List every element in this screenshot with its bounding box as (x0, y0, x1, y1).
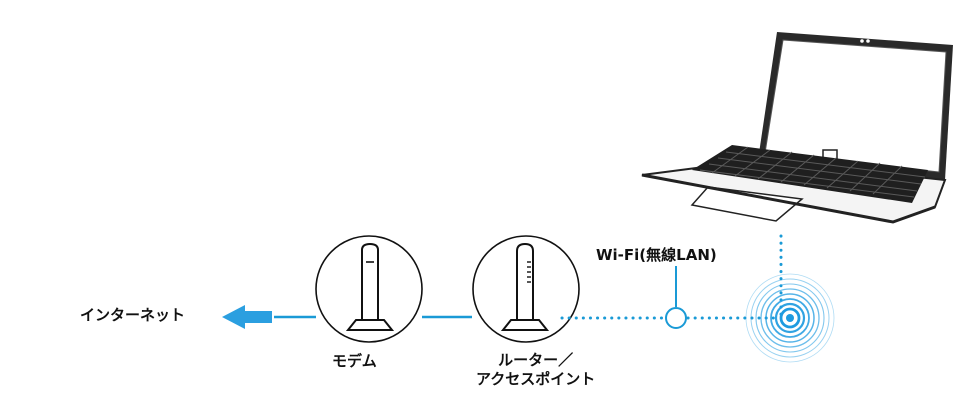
wifi-marker-icon (665, 266, 687, 329)
modem-label: モデム (332, 352, 377, 370)
router-label-line1: ルーター／ (498, 351, 574, 369)
wifi-label: Wi-Fi(無線LAN) (596, 246, 717, 264)
router-label-line2: アクセスポイント (476, 370, 596, 388)
router-icon (472, 235, 580, 343)
router-label: ルーター／ アクセスポイント (476, 351, 595, 389)
laptop-icon (641, 32, 953, 224)
internet-label: インターネット (80, 306, 186, 324)
modem-icon (315, 235, 423, 343)
arrow-left-icon (222, 305, 272, 329)
wifi-signal-icon (745, 273, 835, 363)
